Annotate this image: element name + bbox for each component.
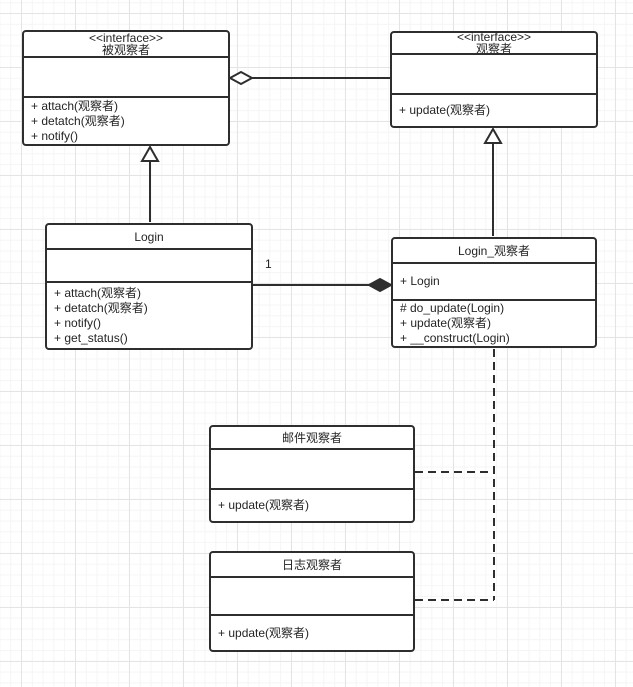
method: + detatch(观察者) <box>54 300 148 315</box>
class-name: 被观察者 <box>101 43 150 57</box>
class-subject-interface[interactable]: <<interface>> 被观察者 + attach(观察者) + detat… <box>22 30 230 146</box>
attributes-compartment <box>47 248 251 281</box>
method: + update(观察者) <box>218 498 310 512</box>
aggregation-diamond-icon[interactable] <box>227 70 255 86</box>
class-title: 邮件观察者 <box>211 427 413 448</box>
methods-compartment: + attach(观察者) + detatch(观察者) + notify() … <box>47 281 251 348</box>
class-title: 日志观察者 <box>211 553 413 576</box>
class-log-observer[interactable]: 日志观察者 + update(观察者) <box>209 551 415 652</box>
generalization-arrow-icon[interactable] <box>483 126 503 144</box>
method: + update(观察者) <box>400 316 492 330</box>
methods-compartment: + attach(观察者) + detatch(观察者) + notify() <box>24 96 228 144</box>
method: + get_status() <box>54 330 128 345</box>
class-observer-interface[interactable]: <<interface>> 观察者 + update(观察者) <box>390 31 598 128</box>
composition-diamond-icon[interactable] <box>366 277 394 293</box>
class-login-observer[interactable]: Login_观察者 + Login # do_update(Login) + u… <box>391 237 597 348</box>
stereotype-label: <<interface>> <box>456 30 532 44</box>
methods-compartment: # do_update(Login) + update(观察者) + __con… <box>393 299 595 346</box>
generalization-arrow-icon[interactable] <box>140 144 160 162</box>
class-title: <<interface>> 被观察者 <box>24 32 228 56</box>
class-name: Login_观察者 <box>457 243 531 258</box>
multiplicity-label: 1 <box>265 257 272 271</box>
attributes-compartment <box>211 448 413 488</box>
class-name: 观察者 <box>475 42 512 56</box>
method: # do_update(Login) <box>400 301 505 315</box>
methods-compartment: + update(观察者) <box>211 614 413 650</box>
method: + update(观察者) <box>399 103 491 117</box>
class-name: 日志观察者 <box>281 557 342 572</box>
method: + notify() <box>54 315 102 330</box>
attributes-compartment: + Login <box>393 262 595 299</box>
methods-compartment: + update(观察者) <box>211 488 413 521</box>
method: + __construct(Login) <box>400 331 510 345</box>
attributes-compartment <box>392 53 596 93</box>
class-title: Login_观察者 <box>393 239 595 262</box>
method: + attach(观察者) <box>31 98 119 113</box>
method: + notify() <box>31 128 79 143</box>
method: + update(观察者) <box>218 625 310 640</box>
attributes-compartment <box>24 56 228 96</box>
methods-compartment: + update(观察者) <box>392 93 596 126</box>
class-title: <<interface>> 观察者 <box>392 30 596 56</box>
class-name: Login <box>134 229 164 244</box>
class-email-observer[interactable]: 邮件观察者 + update(观察者) <box>209 425 415 523</box>
attribute: + Login <box>400 274 440 288</box>
method: + attach(观察者) <box>54 285 142 300</box>
stereotype-label: <<interface>> <box>88 31 164 45</box>
class-login[interactable]: Login + attach(观察者) + detatch(观察者) + not… <box>45 223 253 350</box>
class-name: 邮件观察者 <box>281 430 342 445</box>
method: + detatch(观察者) <box>31 113 125 128</box>
class-title: Login <box>47 225 251 248</box>
attributes-compartment <box>211 576 413 614</box>
